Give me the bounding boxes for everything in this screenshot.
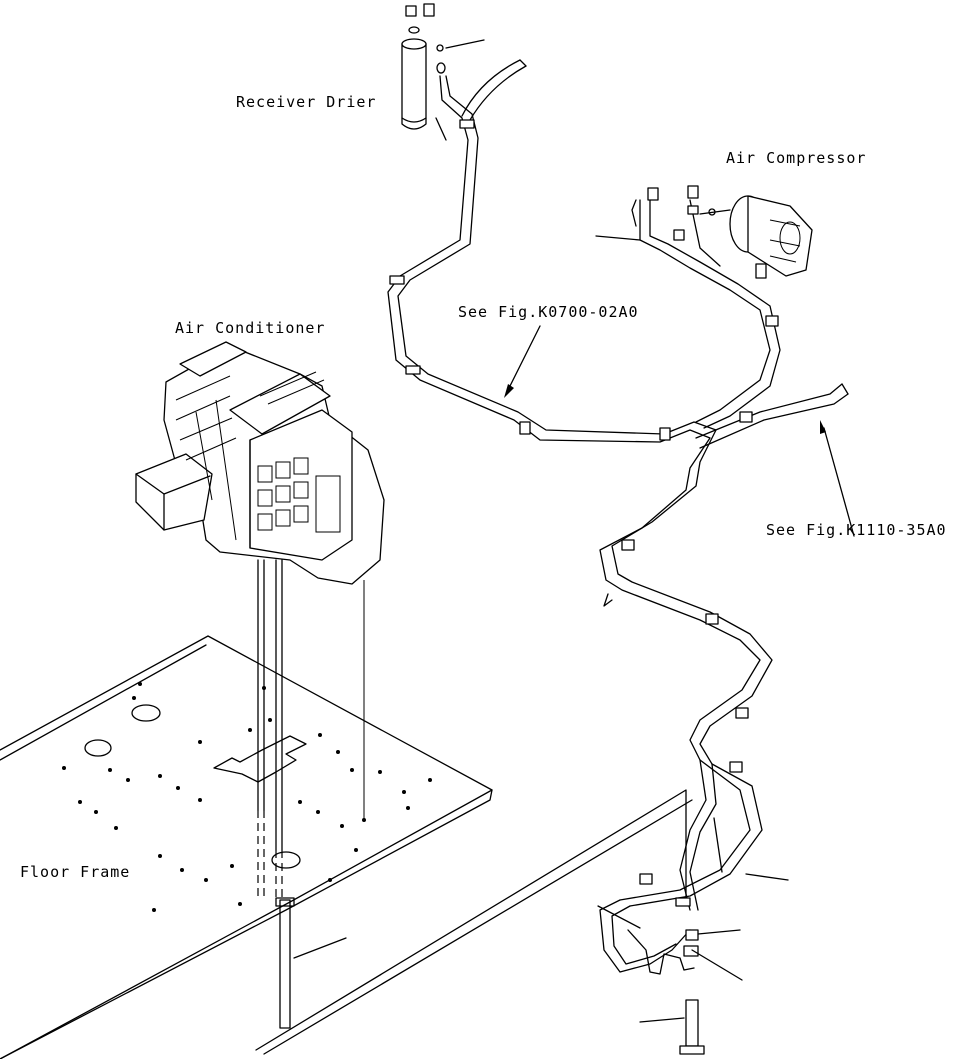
see-fig-k0700-label: See Fig.K0700-02A0	[458, 303, 639, 321]
hose-clamps	[389, 119, 779, 907]
air-compressor-label: Air Compressor	[726, 149, 866, 167]
air-conditioner-label: Air Conditioner	[175, 319, 325, 337]
receiver-drier-icon	[401, 3, 435, 130]
receiver-drier-label: Receiver Drier	[236, 93, 376, 111]
floor-frame-icon	[0, 635, 493, 1060]
see-fig-k1110-label: See Fig.K1110-35A0	[766, 521, 947, 539]
air-conditioner-icon	[135, 341, 385, 585]
hose-assembly	[387, 59, 849, 975]
air-compressor-icon	[729, 195, 813, 279]
floor-frame-label: Floor Frame	[20, 863, 130, 881]
